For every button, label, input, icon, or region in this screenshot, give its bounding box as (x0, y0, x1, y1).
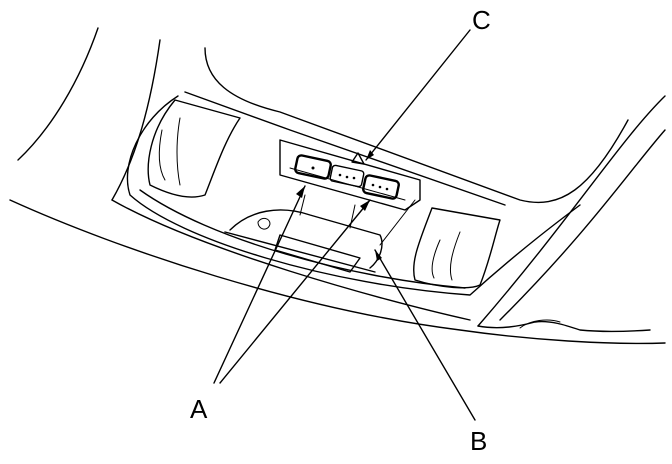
callout-a: A (190, 394, 208, 424)
right-map-light (413, 207, 501, 289)
switch-left[interactable] (294, 154, 332, 180)
leader-line-a1 (213, 185, 306, 384)
left-map-light (147, 99, 241, 198)
leader-line-b (374, 249, 476, 421)
switch-center[interactable] (329, 164, 365, 188)
switch-right[interactable] (362, 174, 400, 200)
leader-line-a2 (219, 199, 371, 384)
console-bezel (126, 47, 629, 296)
roof-headliner (9, 27, 666, 345)
leader-line-c (365, 29, 471, 161)
callout-c: C (472, 5, 491, 35)
windshield-edge (477, 319, 651, 333)
indicator-light (351, 152, 365, 165)
callout-b: B (470, 426, 487, 456)
